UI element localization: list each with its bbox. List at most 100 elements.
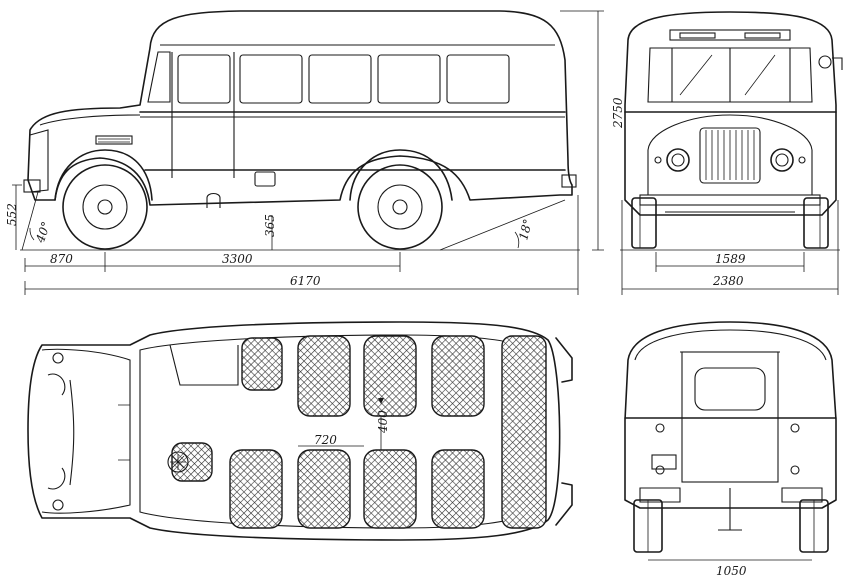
wheel-tread-lines (639, 198, 821, 248)
front-wheel-right (803, 197, 829, 249)
radiator-grille (699, 127, 761, 184)
rear-wheel-rim (377, 184, 423, 230)
front-body-outline (624, 11, 837, 216)
plan-hull-outline (27, 321, 561, 541)
front-wheel-hub (97, 199, 113, 215)
destination-board (669, 29, 791, 41)
rear-window (694, 367, 766, 411)
rear-bumper-rear (639, 487, 823, 503)
plan-hood-outline (41, 348, 131, 514)
rear-wheel-arch (349, 149, 453, 201)
seat-bottom-2 (297, 449, 351, 529)
bus-body-outline (27, 10, 573, 206)
wiper-lines (679, 54, 776, 96)
plan-headlight-right (52, 499, 64, 511)
hood-line (39, 114, 141, 126)
headlight-left-inner (671, 153, 685, 167)
plan-view: 720 400 (27, 321, 573, 541)
rear-door-width-label: 1050 (716, 564, 747, 578)
front-overhang-label: 870 (50, 252, 73, 266)
rear-wheel-tire (357, 164, 443, 250)
approach-angle-label: 40° (33, 220, 54, 246)
rear-bumper (561, 174, 577, 188)
fuel-hatch (254, 171, 276, 187)
seat-bottom-1 (229, 449, 283, 529)
mirror-arm (832, 57, 843, 70)
wheelbase-label: 3300 (222, 252, 253, 266)
bumper-height-dimline (12, 184, 22, 250)
headlight-right (770, 148, 794, 172)
departure-angle-line (439, 199, 566, 251)
rear-wheel-tread-lines (647, 500, 815, 552)
seat-bottom-4 (431, 449, 485, 529)
total-length-dimline (24, 195, 579, 295)
rear-light-right-top (790, 423, 800, 433)
seat-top-2 (297, 335, 351, 417)
rear-bench-seat (501, 335, 547, 529)
side-window-2 (239, 54, 303, 104)
overall-height-label: 2750 (611, 97, 625, 129)
sidelight-left (654, 156, 662, 164)
driver-partition (169, 344, 239, 386)
track-width-dimline (655, 252, 805, 272)
plan-hood-latches (118, 404, 130, 461)
step-hatch (206, 192, 221, 208)
front-wheel-arch (54, 149, 153, 201)
windshield-pillars (671, 48, 791, 102)
rear-tow-hitch (718, 488, 742, 531)
total-length-label: 6170 (290, 274, 321, 288)
aisle-arrow (378, 398, 384, 404)
front-bumper-front (639, 194, 821, 206)
rear-view: 1050 (624, 321, 837, 578)
rear-light-right-bottom (790, 465, 800, 475)
front-view: 1589 2380 (620, 11, 843, 295)
seat-top-4 (431, 335, 485, 417)
side-mirror (818, 55, 832, 69)
approach-angle-line (21, 191, 39, 251)
hood-front (647, 114, 813, 196)
steering-wheel-spokes (170, 454, 186, 470)
rear-door (681, 351, 779, 483)
track-width-label: 1589 (715, 252, 746, 266)
side-window-1 (177, 54, 231, 104)
license-plate (651, 454, 677, 470)
hood-vent (95, 135, 133, 145)
front-grille-side (29, 129, 49, 193)
approach-angle-arc (29, 227, 35, 241)
seat-pitch-label: 720 (314, 433, 337, 447)
bumper-height-label: 552 (5, 203, 19, 226)
seat-bottom-3 (363, 449, 417, 529)
overall-width-dimline (621, 200, 839, 295)
hood-vent-slats (98, 138, 130, 143)
front-wheel-rim (82, 184, 128, 230)
side-door (171, 52, 235, 178)
aisle-label: 400 (376, 410, 390, 434)
sidelight-right (798, 156, 806, 164)
side-window-5 (446, 54, 510, 104)
rear-light-left-top (655, 423, 665, 433)
rear-bumper-bottom (555, 482, 573, 526)
marker-light-right (744, 32, 781, 39)
departure-angle-arc (514, 231, 520, 249)
plan-fender-curves (47, 373, 66, 490)
steering-wheel-hub (167, 451, 189, 473)
seat-top-3 (363, 335, 417, 417)
headlight-left (666, 148, 690, 172)
side-window-3 (308, 54, 372, 104)
plan-hood-crease (69, 379, 75, 486)
windshield (147, 51, 171, 103)
rear-wheel-hub (392, 199, 408, 215)
rear-light-left-bottom (655, 465, 665, 475)
departure-angle-label: 18° (516, 217, 535, 241)
wheelbase-dimline (24, 252, 401, 272)
overall-height-dimline (560, 10, 604, 251)
grille-bars (705, 130, 755, 180)
rear-bumper-top (555, 337, 573, 383)
front-bumper (23, 179, 41, 193)
front-wheel-tire (62, 164, 148, 250)
ground-clearance-label: 365 (263, 214, 277, 237)
seat-top-1 (241, 337, 283, 391)
marker-light-left (679, 32, 716, 39)
side-view: 40° 18° 552 365 870 3300 6170 2750 (5, 10, 625, 295)
